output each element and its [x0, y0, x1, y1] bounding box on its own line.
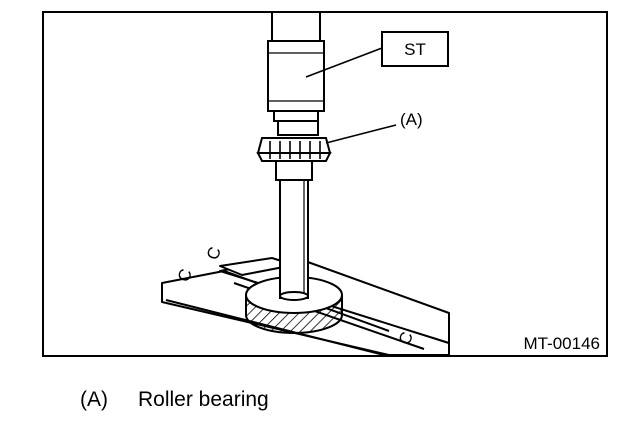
st-leader-line [305, 47, 383, 78]
legend-key: (A) [80, 388, 108, 411]
machining-mark-c: C [174, 266, 196, 284]
legend-text: Roller bearing [138, 388, 269, 411]
a-label: (A) [400, 110, 423, 129]
figure-code: MT-00146 [523, 334, 600, 353]
shaft [275, 157, 313, 301]
a-leader-line [325, 124, 397, 144]
roller-bearing [256, 120, 332, 162]
figure-frame: ST (A) C C C MT-00146 [42, 11, 608, 357]
st-label-box [381, 31, 449, 67]
machining-mark-c: C [203, 244, 225, 262]
machining-mark-c: C [395, 329, 417, 347]
press-diagram: ST (A) C C C MT-00146 [161, 13, 600, 355]
st-label: ST [404, 40, 426, 59]
special-tool-st [267, 13, 325, 122]
